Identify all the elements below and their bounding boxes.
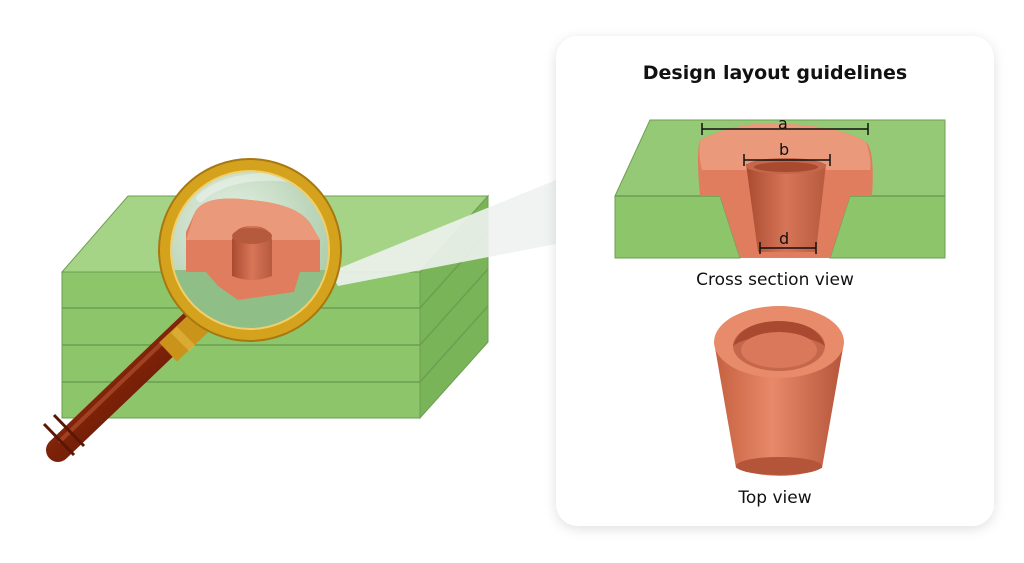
cross-section-right-front [829,195,946,259]
pcb-layer-line [419,268,489,346]
via-cup-base [736,457,822,475]
cross-section-left-front [614,195,741,259]
panel-title: Design layout guidelines [642,62,908,84]
zoom-callout-beam [330,180,556,286]
magnifier-handle [42,306,209,462]
cross-section-diagram: a b d [614,114,946,259]
top-view-caption: Top view [738,488,812,508]
dimension-label-b: b [779,140,789,159]
dimension-label-a: a [778,114,788,133]
pcb-layer-line [419,305,489,383]
handle-ring [42,422,76,457]
cross-section-caption: Cross section view [696,270,854,290]
magnifier-lens [158,158,342,342]
dimension-label-d: d [779,229,789,248]
lens-rim [159,159,341,341]
via-cup-body [714,342,844,476]
handle-ring [52,413,86,448]
cross-section-barrel [746,164,826,252]
top-view-diagram [714,306,844,476]
